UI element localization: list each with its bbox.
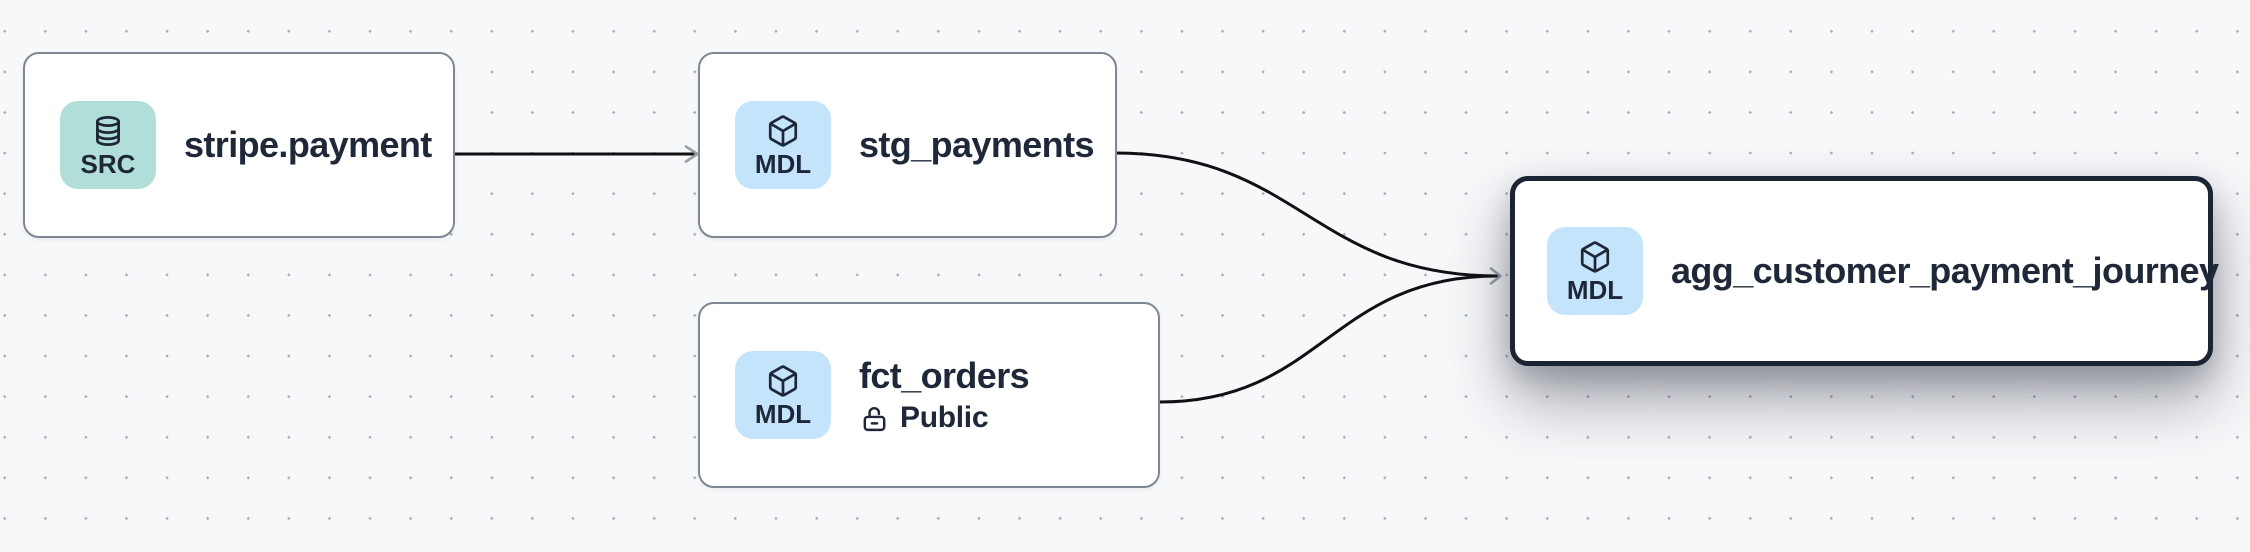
- arrowhead-icon: [1489, 267, 1502, 285]
- cube-icon: [768, 364, 798, 397]
- badge-label: MDL: [754, 398, 812, 429]
- model-badge: MDL: [735, 351, 831, 439]
- edge-fct-orders-to-agg[interactable]: [1158, 274, 1500, 404]
- node-title: agg_customer_payment_journey: [1671, 250, 2219, 292]
- arrowhead-icon: [684, 145, 699, 163]
- database-icon: [96, 115, 120, 146]
- visibility-label: Public: [900, 401, 989, 435]
- source-badge: SRC: [60, 101, 156, 189]
- node-agg-customer-payment-journey[interactable]: MDL agg_customer_payment_journey: [1510, 176, 2219, 366]
- badge-label: SRC: [80, 148, 136, 179]
- node-title: stripe.payment: [184, 124, 432, 166]
- badge-label: MDL: [754, 148, 812, 179]
- node-stripe-payment[interactable]: SRC stripe.payment: [23, 52, 455, 238]
- model-badge: MDL: [1547, 227, 1643, 315]
- node-title: stg_payments: [859, 124, 1094, 166]
- node-stg-payments[interactable]: MDL stg_payments: [698, 52, 1117, 238]
- badge-label: MDL: [1566, 274, 1624, 305]
- node-title: fct_orders: [859, 355, 1030, 397]
- node-fct-orders[interactable]: MDL fct_orders Public: [698, 302, 1160, 488]
- edge-stg-payments-to-agg[interactable]: [1113, 151, 1500, 278]
- cube-icon: [1580, 240, 1610, 273]
- lock-open-icon: [863, 406, 886, 431]
- cube-icon: [768, 114, 798, 147]
- model-badge: MDL: [735, 101, 831, 189]
- visibility-row: Public: [859, 403, 1029, 434]
